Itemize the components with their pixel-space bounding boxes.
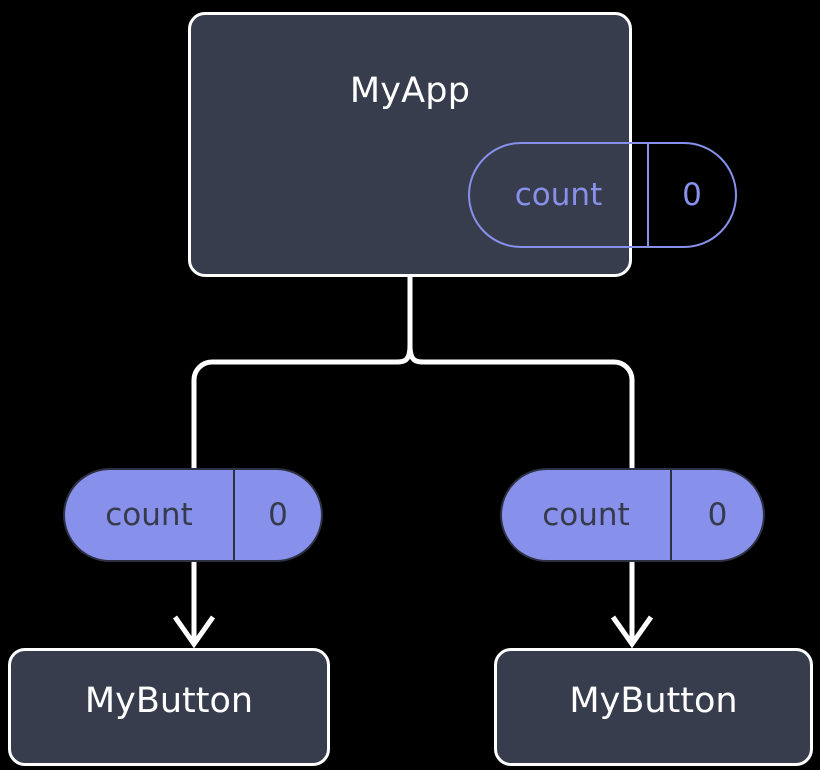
fork-connector	[191, 344, 413, 470]
state-key-label: count	[105, 497, 193, 533]
right-arrow-head-icon	[610, 615, 654, 649]
state-key-label: count	[542, 497, 630, 533]
state-value-label: 0	[647, 144, 735, 246]
component-title-mybutton-right: MyButton	[569, 681, 738, 721]
component-node-mybutton-right[interactable]: MyButton	[494, 648, 813, 766]
component-title-mybutton-left: MyButton	[84, 681, 254, 721]
state-pill-root[interactable]: count 0	[468, 142, 737, 248]
component-node-mybutton-left[interactable]: MyButton	[8, 648, 330, 766]
state-value-label: 0	[670, 470, 763, 560]
state-key-label: count	[514, 177, 603, 213]
state-pill-left-branch[interactable]: count 0	[63, 468, 323, 562]
state-value-label: 0	[233, 470, 321, 560]
component-title-myapp: MyApp	[349, 71, 471, 111]
left-arrow-head-icon	[172, 615, 216, 649]
component-node-myapp[interactable]: MyApp count 0	[188, 12, 737, 277]
fork-connector-right	[407, 344, 635, 470]
state-pill-right-branch[interactable]: count 0	[500, 468, 765, 562]
